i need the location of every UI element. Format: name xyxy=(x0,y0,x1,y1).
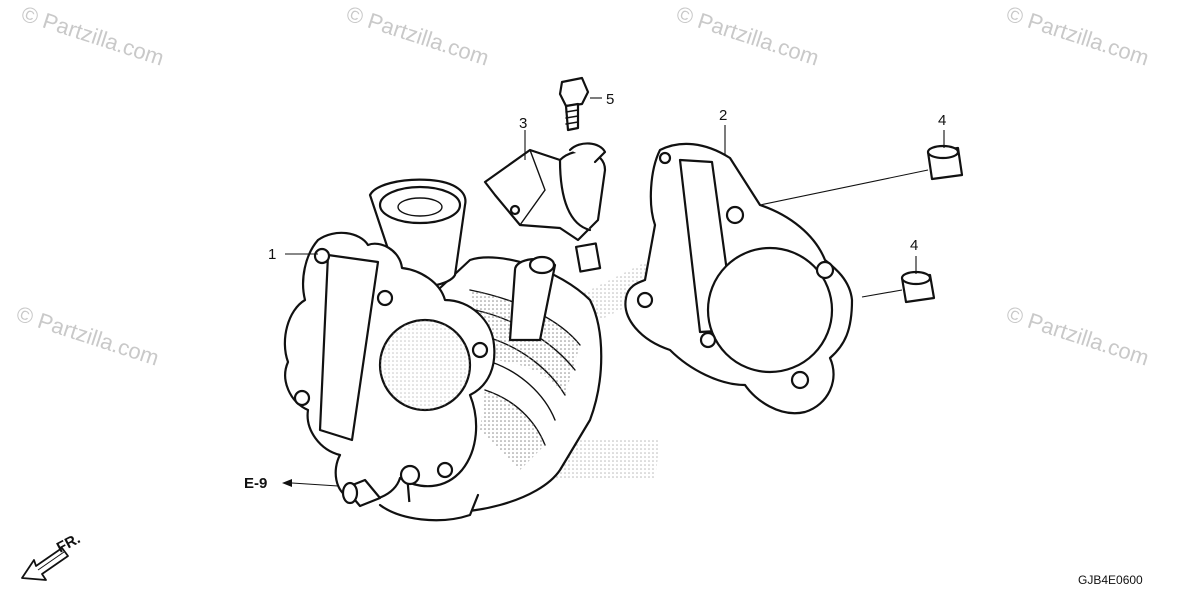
watermark: © Partzilla.com xyxy=(18,1,167,71)
reference-e9[interactable]: E-9 xyxy=(244,475,267,492)
callout-1: 1 xyxy=(268,246,276,263)
leader-lines xyxy=(282,97,945,487)
part-bracket xyxy=(483,142,607,273)
watermark: © Partzilla.com xyxy=(673,1,822,71)
callouts: 1 2 3 4 4 5 xyxy=(268,91,946,263)
watermark: © Partzilla.com xyxy=(343,1,492,71)
callout-3: 3 xyxy=(519,115,527,132)
callout-4-upper: 4 xyxy=(938,112,946,129)
part-cylinder xyxy=(283,178,603,522)
front-direction-arrow: FR. xyxy=(21,530,83,581)
watermark: © Partzilla.com xyxy=(13,301,162,371)
watermark: © Partzilla.com xyxy=(1003,1,1152,71)
callout-5: 5 xyxy=(606,91,614,108)
callout-4-lower: 4 xyxy=(910,237,918,254)
part-dowel-pin-upper xyxy=(926,144,964,181)
watermark: © Partzilla.com xyxy=(1003,301,1152,371)
diagram-code: GJB4E0600 xyxy=(1078,573,1143,587)
part-gasket xyxy=(624,142,854,415)
part-dowel-pin-lower xyxy=(900,270,936,304)
part-bolt xyxy=(558,76,590,132)
callout-2: 2 xyxy=(719,107,727,124)
